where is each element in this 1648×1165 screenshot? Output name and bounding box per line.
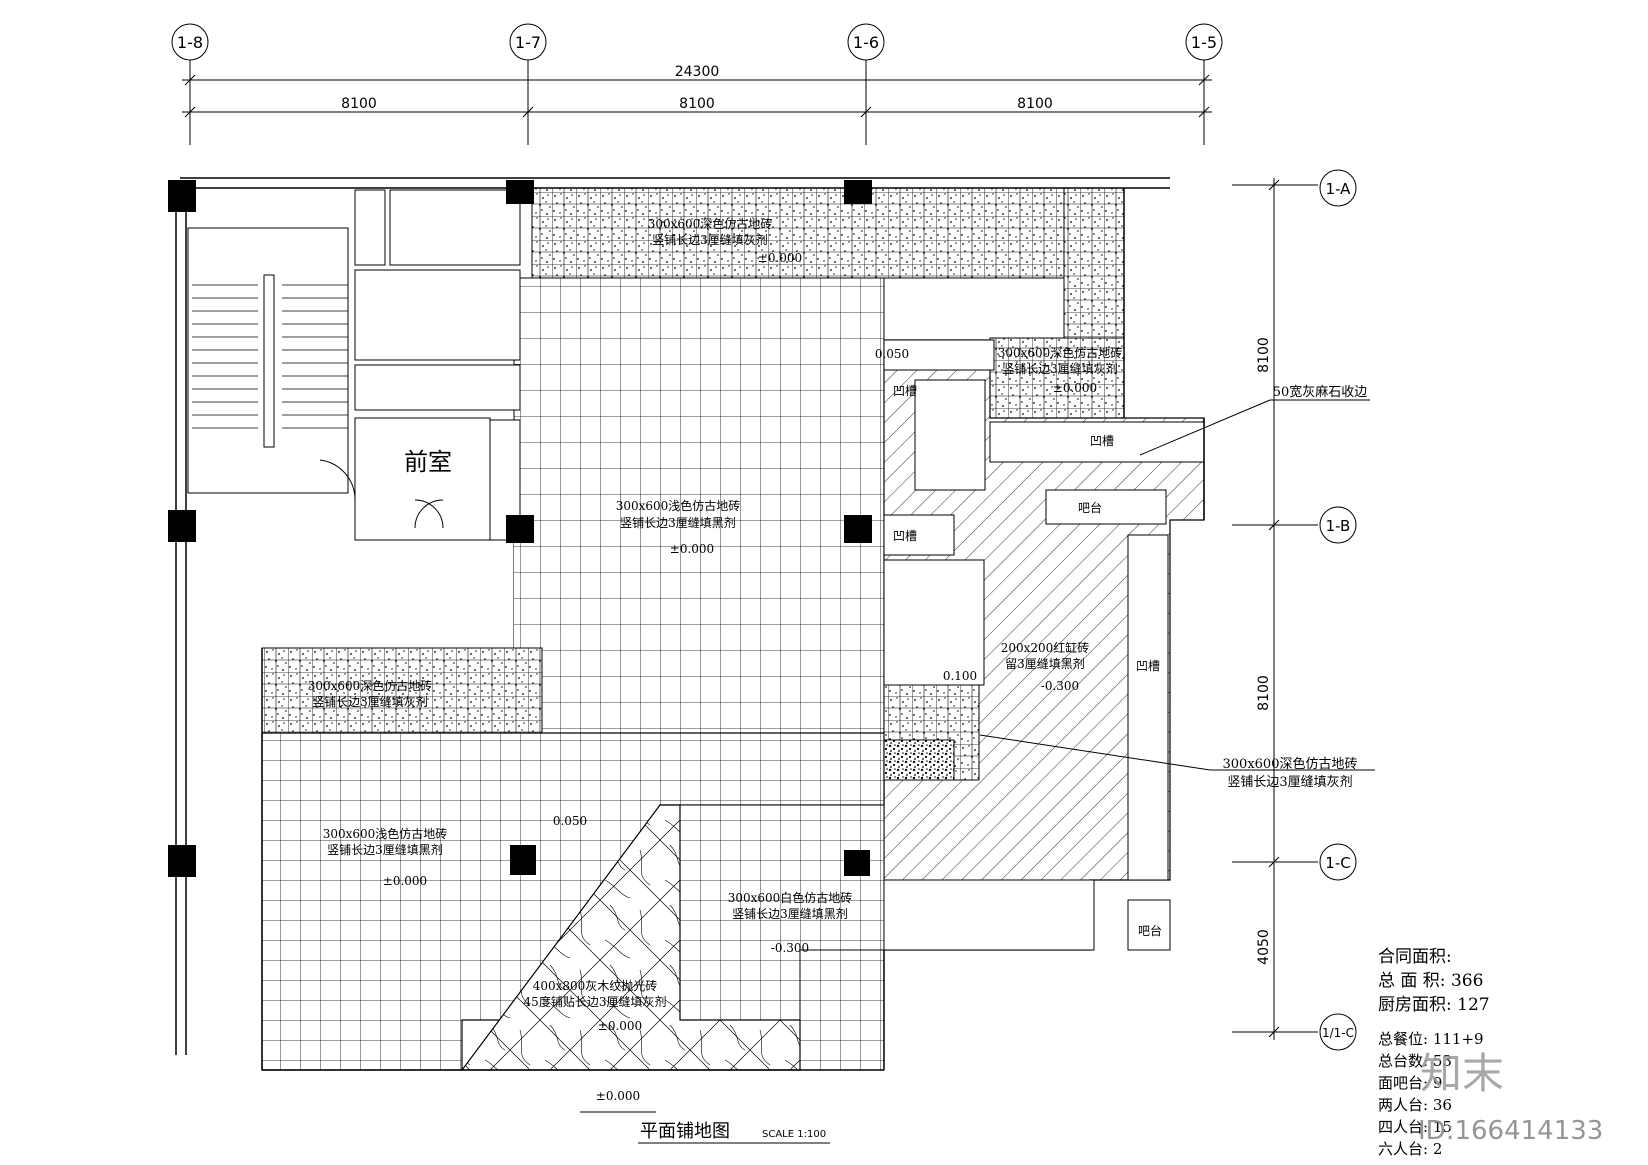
drawing-scale: SCALE 1:100 [762,1129,826,1140]
svg-text:300x600白色仿古地砖: 300x600白色仿古地砖 [728,890,853,905]
svg-text:-0.300: -0.300 [771,941,809,955]
svg-text:200x200红缸砖: 200x200红缸砖 [1001,640,1090,655]
watermark-brand: 知末 [1420,1049,1505,1098]
svg-text:竖铺长边3厘缝填灰剂: 竖铺长边3厘缝填灰剂 [1002,361,1118,376]
svg-text:400x800灰木纹抛光砖: 400x800灰木纹抛光砖 [533,978,658,993]
level-step-b: 0.100 [943,669,977,683]
axis-bubble-1-6: 1-6 [853,33,879,52]
right-dimension-chain [1232,178,1318,1040]
service-shafts [354,189,521,541]
level-entrance: ±0.000 [596,1089,640,1103]
svg-text:300x600深色仿古地砖: 300x600深色仿古地砖 [308,678,433,693]
annotation-right-dark: 300x600深色仿古地砖 竖铺长边3厘缝填灰剂 ±0.000 [998,345,1123,395]
svg-text:竖铺长边3厘缝填黑剂: 竖铺长边3厘缝填黑剂 [327,842,443,857]
svg-text:300x600深色仿古地砖: 300x600深色仿古地砖 [648,216,773,231]
level-step-c: 0.050 [553,814,587,828]
watermark-id: ID:166414133 [1418,1116,1604,1146]
antechamber-label: 前室 [404,448,452,476]
svg-text:±0.000: ±0.000 [758,251,802,265]
top-axis-bubbles [171,23,1223,61]
right-span-3: 4050 [1256,929,1272,965]
level-step-a: 0.050 [875,347,909,361]
stair-handrail [263,274,275,448]
kitchen-fixtures [883,339,1205,951]
stair-treads [192,284,348,429]
total-tables: 总台数: 53 [1378,1052,1452,1070]
svg-text:300x600浅色仿古地砖: 300x600浅色仿古地砖 [323,826,448,841]
right-top-dark-tile-zone [1063,187,1125,339]
axis-bubble-1-B: 1-B [1326,517,1351,535]
span-dimension-2: 8100 [679,96,715,112]
columns [168,180,872,877]
total-seats: 总餐位: 111+9 [1378,1030,1484,1048]
svg-text:±0.000: ±0.000 [383,874,427,888]
axis-bubble-1-5: 1-5 [1191,33,1217,52]
bar-seats: 面吧台: 9 [1378,1074,1443,1092]
annotation-marble: 400x800灰木纹抛光砖 45度铺贴长边3厘缝填灰剂 ±0.000 [524,978,667,1033]
svg-text:300x600浅色仿古地砖: 300x600浅色仿古地砖 [616,498,741,513]
upper-right-dark-tile-zone [989,337,1125,419]
exterior-walls [175,177,1205,1071]
drawing-title: 平面铺地图 [640,1121,730,1142]
span-dimension-1: 8100 [341,96,377,112]
svg-text:竖铺长边3厘缝填灰剂: 竖铺长边3厘缝填灰剂 [312,694,428,709]
main-light-tile-zone-lower [514,520,884,735]
dark-tile-callout-line1: 300x600深色仿古地砖 [1223,756,1358,772]
groove-label-2: 凹槽 [893,529,917,543]
middle-white-tile-zone-ext [799,949,885,1071]
stone-edge-callout: 50宽灰麻石收边 [1273,384,1368,400]
kitchen-area: 厨房面积: 127 [1378,995,1490,1015]
top-dark-tile-zone [531,187,1065,279]
right-axis-bubbles [1319,169,1357,1051]
dark-tile-callout-line2: 竖铺长边3厘缝填灰剂 [1227,775,1352,790]
svg-text:±0.000: ±0.000 [670,542,714,556]
axis-bubble-1-A: 1-A [1326,180,1352,198]
counter-label-1: 吧台 [1078,500,1102,515]
groove-label-1: 凹槽 [1090,434,1114,448]
six-person-tables: 六人台: 2 [1378,1140,1443,1158]
svg-text:±0.000: ±0.000 [598,1019,642,1033]
total-area: 总 面 积: 366 [1378,971,1484,991]
svg-text:竖铺长边3厘缝填黑剂: 竖铺长边3厘缝填黑剂 [732,906,848,921]
axis-bubble-1-7: 1-7 [515,33,541,52]
groove-label-3: 凹槽 [893,384,917,398]
top-dimension-chain [182,60,1212,145]
annotation-left-dark: 300x600深色仿古地砖 竖铺长边3厘缝填灰剂 [308,678,433,709]
callout-leaders [580,399,1375,1113]
two-person-tables: 两人台: 36 [1378,1096,1452,1114]
annotation-top-dark: 300x600深色仿古地砖 竖铺长边3厘缝填灰剂 ±0.000 [648,216,803,265]
dense-dark-edge [883,739,955,781]
svg-text:-0.300: -0.300 [1041,679,1079,693]
svg-text:竖铺长边3厘缝填黑剂: 竖铺长边3厘缝填黑剂 [620,515,736,530]
annotation-kitchen: 200x200红缸砖 留3厘缝填黑剂 -0.300 [1001,640,1090,693]
counter-label-2: 吧台 [1138,923,1162,938]
groove-label-4: 凹槽 [1136,659,1160,673]
annotation-lower-light: 300x600浅色仿古地砖 竖铺长边3厘缝填黑剂 ±0.000 [323,826,448,888]
annotation-main-light: 300x600浅色仿古地砖 竖铺长边3厘缝填黑剂 ±0.000 [616,498,741,556]
right-span-2: 8100 [1256,675,1272,711]
total-dimension: 24300 [675,64,720,80]
right-span-1: 8100 [1256,337,1272,373]
svg-text:±0.000: ±0.000 [1053,381,1097,395]
four-person-tables: 四人台: 15 [1378,1118,1452,1136]
antechamber-zone [354,417,491,541]
svg-text:留3厘缝填黑剂: 留3厘缝填黑剂 [1005,656,1085,671]
axis-bubble-1-C: 1-C [1325,854,1350,872]
axis-bubble-1-1-C: 1/1-C [1322,1026,1354,1040]
contract-area-label: 合同面积: [1378,947,1452,967]
svg-text:300x600深色仿古地砖: 300x600深色仿古地砖 [998,345,1123,360]
left-dark-tile-zone [261,647,543,734]
axis-bubble-1-8: 1-8 [177,33,203,52]
svg-text:45度铺贴长边3厘缝填灰剂: 45度铺贴长边3厘缝填灰剂 [524,994,667,1009]
svg-text:竖铺长边3厘缝填灰剂: 竖铺长边3厘缝填灰剂 [652,232,768,247]
doors [319,459,444,529]
annotation-mid-white: 300x600白色仿古地砖 竖铺长边3厘缝填黑剂 -0.300 [728,890,853,955]
span-dimension-3: 8100 [1017,96,1053,112]
